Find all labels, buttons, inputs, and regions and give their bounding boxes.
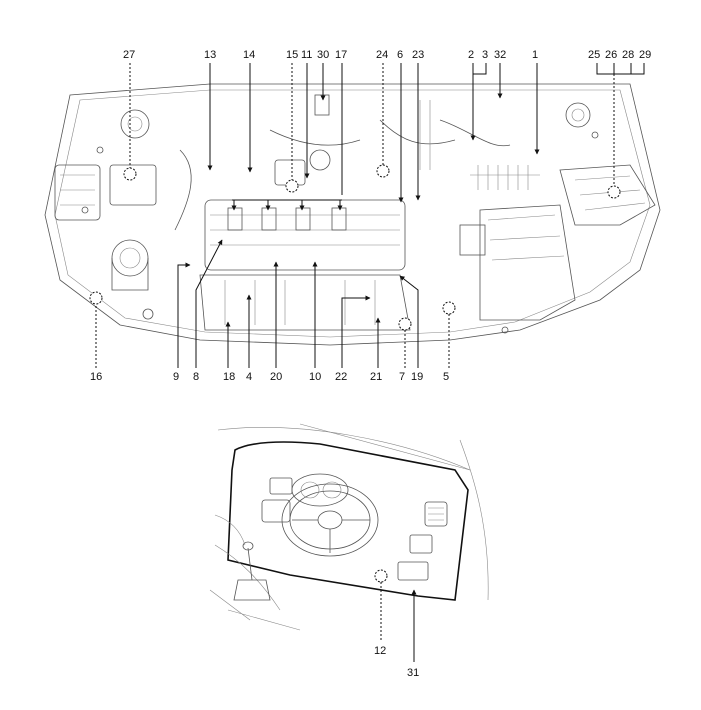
callout-20: 20 xyxy=(270,371,282,383)
callout-22: 22 xyxy=(335,371,347,383)
callout-16: 16 xyxy=(90,371,102,383)
callout-32: 32 xyxy=(494,49,506,61)
callout-17: 17 xyxy=(335,49,347,61)
callout-29: 29 xyxy=(639,49,651,61)
callout-23: 23 xyxy=(412,49,424,61)
callout-1: 1 xyxy=(532,49,538,61)
dashboard-illustration xyxy=(209,423,489,631)
callout-3: 3 xyxy=(482,49,488,61)
callout-26: 26 xyxy=(605,49,617,61)
callout-31: 31 xyxy=(407,667,419,679)
cabin-callouts: 12 31 xyxy=(374,569,419,679)
callout-11: 11 xyxy=(301,49,312,61)
callout-14: 14 xyxy=(243,49,255,61)
callout-21: 21 xyxy=(370,371,382,383)
callout-19: 19 xyxy=(411,371,423,383)
engine-leader-lines xyxy=(89,63,645,368)
callout-9: 9 xyxy=(173,371,179,383)
callout-8: 8 xyxy=(193,371,199,383)
callout-12: 12 xyxy=(374,645,386,657)
callout-10: 10 xyxy=(309,371,321,383)
callout-25: 25 xyxy=(588,49,600,61)
callout-24: 24 xyxy=(376,49,388,61)
callout-28: 28 xyxy=(622,49,634,61)
callout-30: 30 xyxy=(317,49,329,61)
callout-7: 7 xyxy=(399,371,405,383)
callout-27: 27 xyxy=(123,49,135,61)
callout-6: 6 xyxy=(397,49,403,61)
callout-2: 2 xyxy=(468,49,474,61)
callout-15: 15 xyxy=(286,49,298,61)
engine-bay-illustration xyxy=(44,83,661,346)
callout-18: 18 xyxy=(223,371,235,383)
callout-4: 4 xyxy=(246,371,252,383)
engine-callout-labels: 27 13 14 15 11 30 17 24 6 23 2 3 32 1 25… xyxy=(90,49,651,383)
callout-5: 5 xyxy=(443,371,449,383)
callout-13: 13 xyxy=(204,49,216,61)
